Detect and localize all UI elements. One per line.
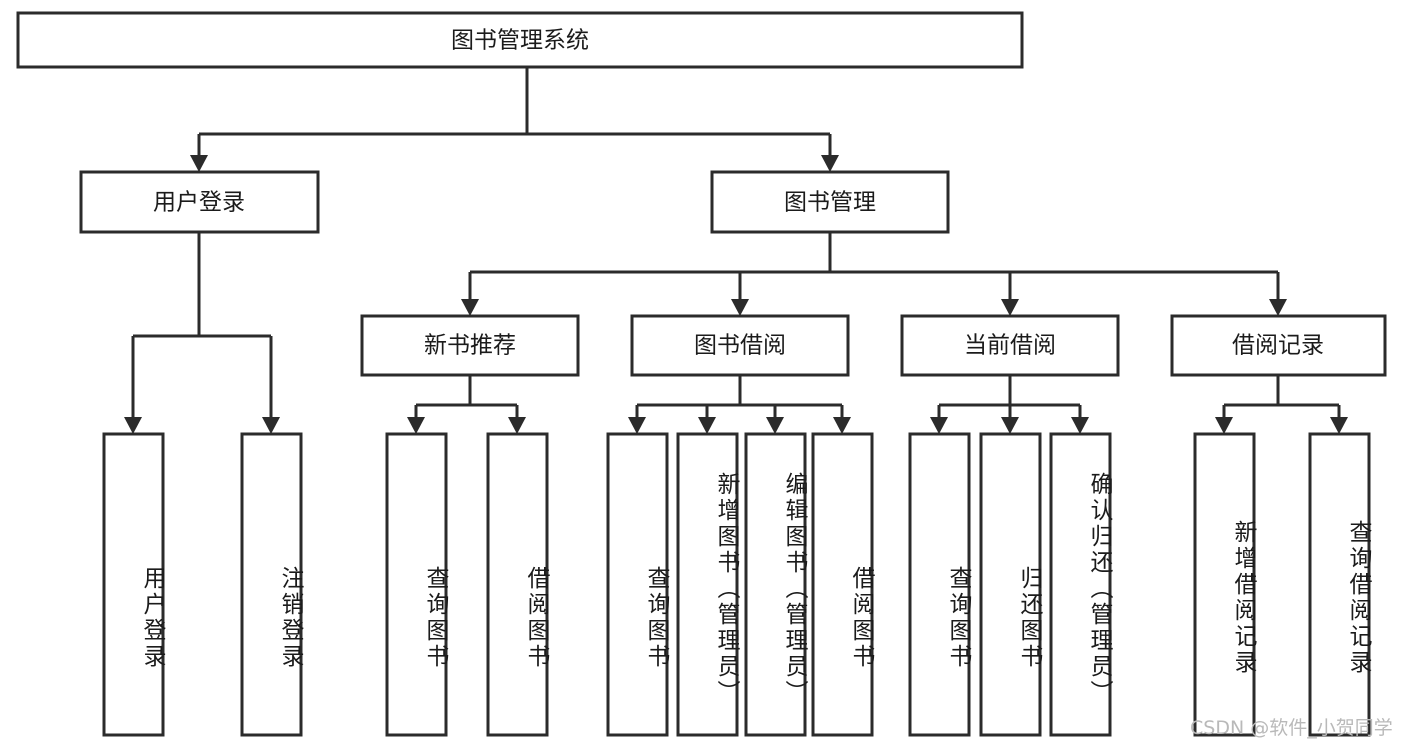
node-root-box[interactable] xyxy=(16,11,1024,69)
csdn-watermark: CSDN @软件_小贺同学 xyxy=(1190,717,1393,739)
arrow-bb-leaf3 xyxy=(766,417,784,434)
leaf-boxes xyxy=(102,432,1371,737)
edges-new-book-recommend-to-leaves xyxy=(407,375,526,434)
leaf-box-new-book-2[interactable] xyxy=(486,432,549,737)
arrow-borrow-record xyxy=(1269,299,1287,316)
node-borrow-record[interactable]: 借阅记录 xyxy=(1170,314,1387,377)
arrow-book-manage xyxy=(821,155,839,172)
arrow-ul-leaf1 xyxy=(124,417,142,434)
node-current-borrow-label: 当前借阅 xyxy=(964,333,1056,359)
node-root-book-management-system[interactable]: 图书管理系统 xyxy=(16,11,1024,69)
node-user-login-box[interactable] xyxy=(79,170,320,234)
leaf-box-book-borrow-2[interactable] xyxy=(676,432,739,737)
node-borrow-record-label: 借阅记录 xyxy=(1232,333,1324,359)
node-current-borrow[interactable]: 当前借阅 xyxy=(900,314,1120,377)
node-book-borrow-box[interactable] xyxy=(630,314,850,377)
leaf-box-book-borrow-4[interactable] xyxy=(811,432,874,737)
arrow-cb-leaf2 xyxy=(1001,417,1019,434)
leaf-box-current-borrow-2[interactable] xyxy=(979,432,1042,737)
node-current-borrow-box[interactable] xyxy=(900,314,1120,377)
leaf-box-borrow-record-1[interactable] xyxy=(1193,432,1256,737)
node-new-book-recommend-box[interactable] xyxy=(360,314,580,377)
leaf-box-borrow-record-2[interactable] xyxy=(1308,432,1371,737)
arrow-bb-leaf2 xyxy=(698,417,716,434)
arrow-bb-leaf4 xyxy=(833,417,851,434)
edges-root-to-level2 xyxy=(190,67,839,172)
arrow-cb-leaf3 xyxy=(1071,417,1089,434)
leaf-box-user-login-1[interactable] xyxy=(102,432,165,737)
arrow-nbr-leaf2 xyxy=(508,417,526,434)
arrow-cb-leaf1 xyxy=(930,417,948,434)
leaf-box-current-borrow-3[interactable] xyxy=(1049,432,1112,737)
leaf-box-current-borrow-1[interactable] xyxy=(908,432,971,737)
leaf-box-user-login-2[interactable] xyxy=(240,432,303,737)
node-book-borrow[interactable]: 图书借阅 xyxy=(630,314,850,377)
edges-user-login-to-leaves xyxy=(124,232,280,434)
arrow-book-borrow xyxy=(731,299,749,316)
arrow-current-borrow xyxy=(1001,299,1019,316)
arrow-ul-leaf2 xyxy=(262,417,280,434)
arrow-bb-leaf1 xyxy=(628,417,646,434)
node-new-book-recommend[interactable]: 新书推荐 xyxy=(360,314,580,377)
edges-borrow-record-to-leaves xyxy=(1215,375,1348,434)
node-root-label: 图书管理系统 xyxy=(451,28,589,54)
node-user-login[interactable]: 用户登录 xyxy=(79,170,320,234)
arrow-br-leaf1 xyxy=(1215,417,1233,434)
edges-book-borrow-to-leaves xyxy=(628,375,851,434)
node-user-login-label: 用户登录 xyxy=(153,190,245,216)
arrow-new-book-recommend xyxy=(461,299,479,316)
arrow-user-login xyxy=(190,155,208,172)
edges-current-borrow-to-leaves xyxy=(930,375,1089,434)
node-book-borrow-label: 图书借阅 xyxy=(694,333,786,359)
node-new-book-recommend-label: 新书推荐 xyxy=(424,333,516,359)
leaf-box-book-borrow-1[interactable] xyxy=(606,432,669,737)
node-book-management-label: 图书管理 xyxy=(784,190,876,216)
node-book-management[interactable]: 图书管理 xyxy=(710,170,950,234)
leaf-box-new-book-1[interactable] xyxy=(385,432,448,737)
leaf-box-book-borrow-3[interactable] xyxy=(744,432,807,737)
node-borrow-record-box[interactable] xyxy=(1170,314,1387,377)
arrow-nbr-leaf1 xyxy=(407,417,425,434)
arrow-br-leaf2 xyxy=(1330,417,1348,434)
node-book-management-box[interactable] xyxy=(710,170,950,234)
edges-book-manage-to-level3 xyxy=(461,232,1287,316)
